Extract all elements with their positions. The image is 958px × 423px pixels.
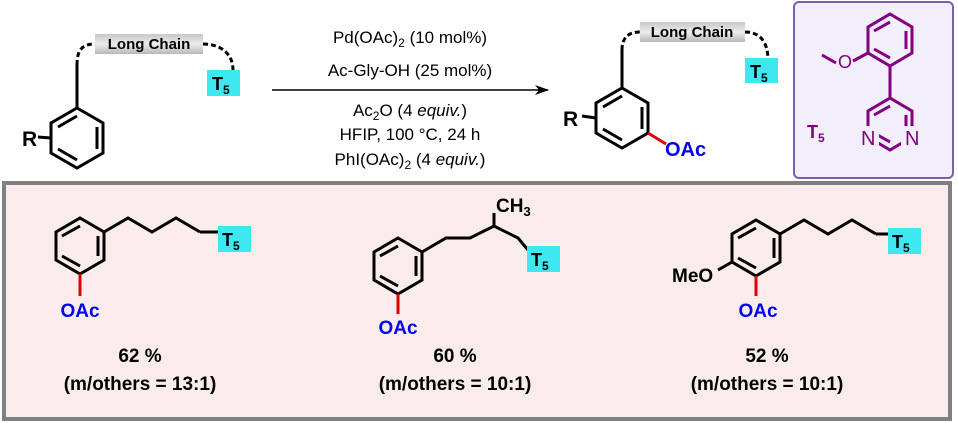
- example-3-yield: 52 %: [745, 346, 788, 367]
- starting-material: R Long Chain T5: [22, 34, 240, 170]
- condition-line-1: Pd(OAc)2 (10 mol%): [333, 28, 487, 50]
- svg-text:T5: T5: [222, 230, 240, 253]
- template-oxygen: O: [838, 52, 852, 72]
- svg-text:T5: T5: [750, 62, 768, 85]
- example-3: T5 MeO OAc 52 % (m/others = 10:1): [672, 218, 921, 395]
- example-2-oac: OAc: [378, 318, 418, 339]
- example-2-yield: 60 %: [433, 346, 476, 367]
- condition-line-5: PhI(OAc)2 (4 equiv.): [335, 150, 486, 172]
- example-3-meo: MeO: [672, 266, 713, 287]
- condition-line-3: Ac2O (4 equiv.): [353, 101, 467, 123]
- reaction-conditions: Pd(OAc)2 (10 mol%) Ac-Gly-OH (25 mol%) A…: [328, 28, 492, 172]
- template-n-left: N: [861, 128, 875, 150]
- examples-panel: [2, 181, 952, 421]
- example-3-oac: OAc: [738, 301, 778, 322]
- example-1-yield: 62 %: [118, 346, 161, 367]
- example-2-ch3: CH3: [496, 196, 531, 219]
- condition-line-2: Ac-Gly-OH (25 mol%): [328, 61, 492, 80]
- template-structure-box: O N N T5: [793, 1, 954, 179]
- template-n-right: N: [905, 128, 919, 150]
- example-1: T5 OAc 62 % (m/others = 13:1): [54, 216, 251, 395]
- svg-text:T5: T5: [531, 250, 549, 273]
- svg-text:Long Chain: Long Chain: [108, 36, 191, 53]
- svg-text:Long Chain: Long Chain: [651, 24, 734, 41]
- example-1-ratio: (m/others = 13:1): [64, 374, 217, 395]
- long-chain-box-1: Long Chain: [95, 34, 203, 54]
- example-2: CH3 T5 OAc 60 % (m/others = 10:1): [372, 196, 560, 395]
- t5-label-2: T5: [745, 58, 778, 85]
- product-r-label: R: [563, 108, 578, 131]
- example-3-ratio: (m/others = 10:1): [691, 374, 844, 395]
- product: R OAc Long Chain T5: [563, 22, 778, 161]
- example-2-ratio: (m/others = 10:1): [379, 374, 532, 395]
- t5-label-1: T5: [207, 70, 240, 97]
- example-1-oac: OAc: [60, 301, 100, 322]
- template-t5-label: T5: [807, 122, 825, 145]
- sm-r-label: R: [22, 128, 37, 151]
- svg-text:T5: T5: [892, 232, 910, 255]
- svg-text:T5: T5: [212, 74, 230, 97]
- long-chain-box-2: Long Chain: [640, 22, 745, 42]
- product-oac-label: OAc: [665, 139, 706, 161]
- condition-line-4: HFIP, 100 °C, 24 h: [340, 125, 481, 144]
